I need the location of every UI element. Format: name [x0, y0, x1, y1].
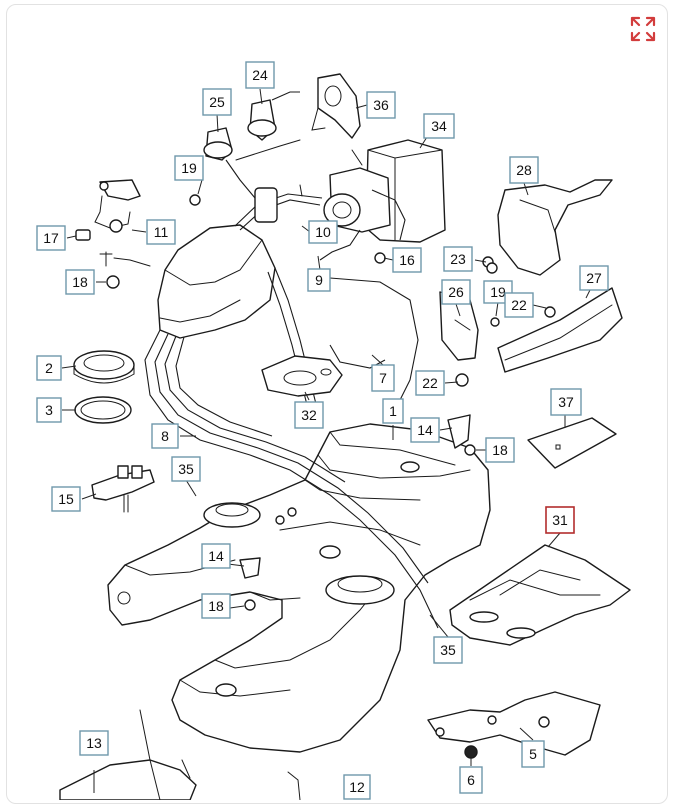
callout-23[interactable]: 23 — [443, 246, 473, 272]
callout-label: 35 — [440, 642, 456, 658]
callout-27[interactable]: 27 — [579, 265, 609, 291]
expand-button[interactable] — [628, 14, 658, 44]
callout-7[interactable]: 7 — [371, 364, 395, 392]
callout-label: 14 — [417, 422, 433, 438]
heat-shield-31 — [449, 544, 631, 646]
callout-9[interactable]: 9 — [307, 268, 331, 292]
vent-valves — [203, 91, 301, 199]
callout-label: 37 — [558, 394, 574, 410]
callout-17[interactable]: 17 — [36, 225, 66, 251]
callout-11[interactable]: 11 — [146, 219, 176, 245]
callout-22-lower[interactable]: 22 — [415, 370, 445, 396]
callout-label: 26 — [448, 284, 464, 300]
clip-assembly-11 — [75, 179, 151, 289]
callout-26[interactable]: 26 — [441, 279, 471, 305]
callout-label: 19 — [490, 284, 506, 300]
fasteners — [189, 194, 500, 611]
callout-12[interactable]: 12 — [343, 774, 371, 800]
callout-31[interactable]: 31 — [545, 506, 575, 534]
callout-label: 31 — [552, 512, 568, 528]
callout-label: 5 — [529, 746, 537, 762]
fuel-tank — [107, 423, 491, 753]
bracket-36 — [311, 73, 361, 139]
callout-label: 18 — [492, 442, 508, 458]
callout-25[interactable]: 25 — [202, 88, 232, 116]
callout-label: 34 — [431, 118, 447, 134]
callout-label: 27 — [586, 270, 602, 286]
callout-label: 9 — [315, 272, 323, 288]
label-sheet-37 — [527, 417, 617, 469]
callout-label: 19 — [181, 160, 197, 176]
callout-35-upper[interactable]: 35 — [171, 456, 201, 482]
lock-ring-and-seal — [73, 350, 135, 424]
heat-shields-upper — [439, 179, 623, 373]
callout-19-upper[interactable]: 19 — [174, 155, 204, 181]
connector-15 — [91, 465, 155, 513]
callout-label: 18 — [208, 598, 224, 614]
callout-18-lower[interactable]: 18 — [201, 593, 231, 619]
callout-32[interactable]: 32 — [294, 401, 324, 429]
callout-label: 35 — [178, 461, 194, 477]
callout-label: 3 — [45, 402, 53, 418]
callout-label: 7 — [379, 370, 387, 386]
callout-label: 14 — [208, 548, 224, 564]
callout-label: 15 — [58, 491, 74, 507]
callout-14-upper[interactable]: 14 — [410, 417, 440, 443]
callout-22-upper[interactable]: 22 — [504, 292, 534, 318]
callout-label: 1 — [389, 403, 397, 419]
expand-arrows-icon — [630, 16, 656, 42]
callout-24[interactable]: 24 — [245, 61, 275, 89]
callout-13[interactable]: 13 — [79, 730, 109, 756]
callout-37[interactable]: 37 — [550, 388, 582, 416]
callout-label: 28 — [516, 162, 532, 178]
callout-label: 23 — [450, 251, 466, 267]
callout-label: 11 — [154, 224, 169, 240]
callout-label: 12 — [349, 779, 365, 795]
callout-10[interactable]: 10 — [308, 220, 338, 244]
callout-label: 22 — [511, 297, 527, 313]
callout-5[interactable]: 5 — [521, 740, 545, 768]
callout-18-left[interactable]: 18 — [65, 269, 95, 295]
heat-shield-5 — [427, 691, 601, 759]
callout-label: 32 — [301, 407, 317, 423]
callout-15[interactable]: 15 — [51, 486, 81, 512]
charcoal-canister — [299, 139, 446, 261]
callout-18-right[interactable]: 18 — [485, 437, 515, 463]
callout-35-lower[interactable]: 35 — [433, 636, 463, 664]
callout-label: 13 — [86, 735, 102, 751]
gasket-32 — [261, 355, 343, 397]
callout-label: 2 — [45, 360, 53, 376]
callout-label: 22 — [422, 375, 438, 391]
callout-label: 10 — [315, 224, 331, 240]
callout-label: 36 — [373, 97, 389, 113]
callout-1[interactable]: 1 — [382, 398, 404, 424]
callouts: 1 2 3 5 6 7 8 9 10 11 12 13 14 14 15 16 … — [36, 61, 609, 800]
callout-label: 17 — [43, 230, 59, 246]
callout-6[interactable]: 6 — [459, 766, 483, 794]
callout-label: 16 — [399, 252, 415, 268]
callout-36[interactable]: 36 — [366, 91, 396, 119]
filler-pipe-assembly — [144, 187, 439, 629]
callout-28[interactable]: 28 — [509, 156, 539, 184]
callout-label: 24 — [252, 67, 268, 83]
callout-label: 8 — [161, 428, 169, 444]
callout-label: 18 — [72, 274, 88, 290]
callout-14-lower[interactable]: 14 — [201, 543, 231, 569]
callout-label: 25 — [209, 94, 225, 110]
callout-8[interactable]: 8 — [151, 423, 179, 449]
callout-16[interactable]: 16 — [392, 247, 422, 273]
callout-3[interactable]: 3 — [36, 397, 62, 423]
callout-34[interactable]: 34 — [423, 113, 455, 139]
callout-2[interactable]: 2 — [36, 355, 62, 381]
callout-label: 6 — [467, 772, 475, 788]
